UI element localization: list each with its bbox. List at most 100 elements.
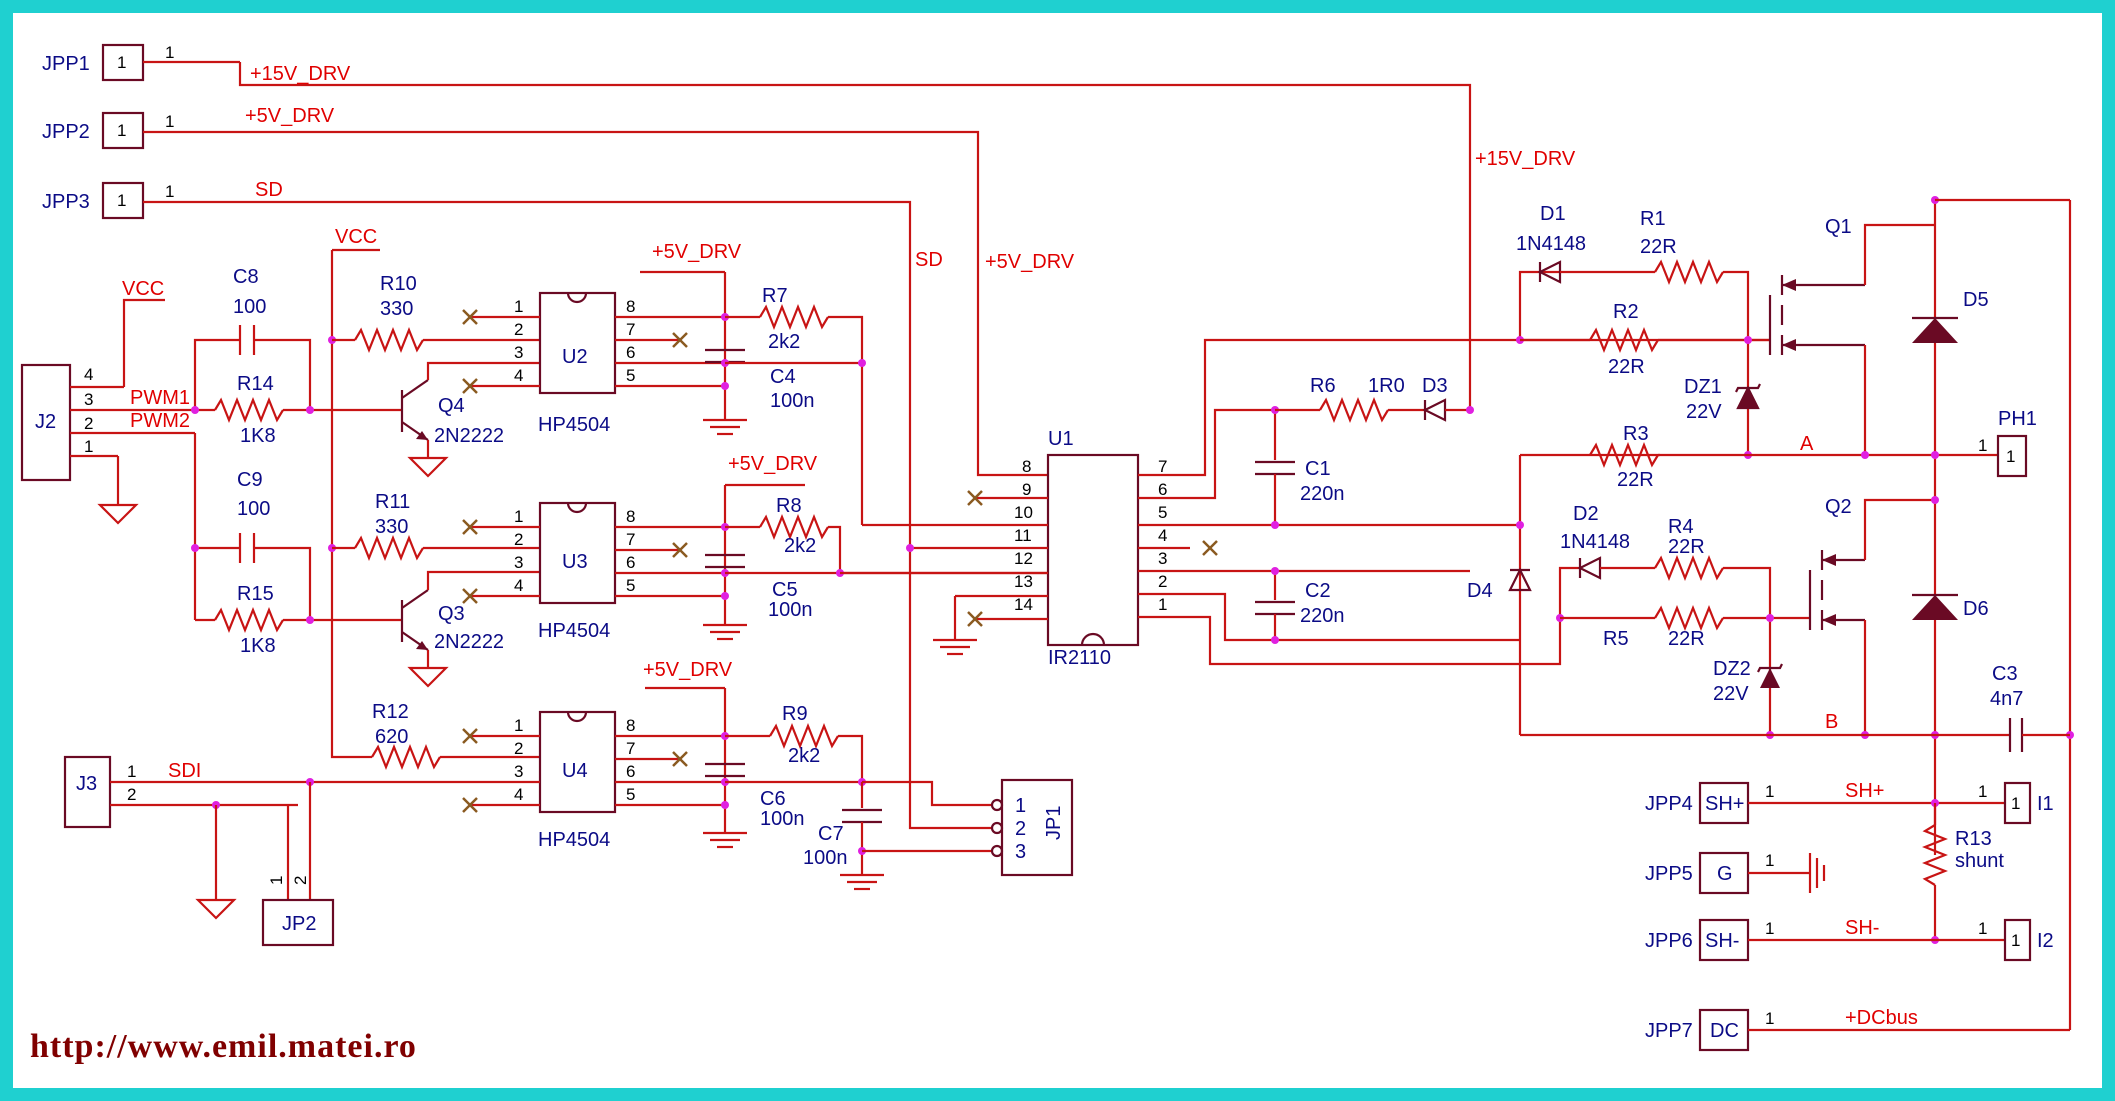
svg-text:4n7: 4n7 <box>1990 688 2023 710</box>
net-label-sd-mid: SD <box>915 249 943 271</box>
net-label-a: A <box>1800 433 1814 455</box>
diode-d4: D4 <box>1467 580 1493 602</box>
resistor-r4: R4 22R <box>1668 516 1705 558</box>
svg-text:R12: R12 <box>372 701 409 723</box>
svg-text:6: 6 <box>626 762 635 781</box>
website-url[interactable]: http://www.emil.matei.ro <box>30 1028 417 1065</box>
capacitor-c6: C6 100n <box>760 788 805 830</box>
svg-text:J2: J2 <box>35 411 56 433</box>
svg-text:7: 7 <box>626 739 635 758</box>
svg-text:100n: 100n <box>770 390 815 412</box>
mosfet-q2: Q2 <box>1808 496 1935 739</box>
svg-text:DC: DC <box>1710 1020 1739 1042</box>
svg-text:6: 6 <box>1158 480 1167 499</box>
svg-text:JPP2: JPP2 <box>42 121 90 143</box>
zener-dz1: DZ1 22V <box>1684 376 1722 423</box>
svg-text:1: 1 <box>165 43 174 62</box>
connector-i2: 1 1 I2 <box>1978 918 2054 962</box>
svg-text:R13: R13 <box>1955 828 1992 850</box>
svg-text:2: 2 <box>514 739 523 758</box>
ic-u4: U4 HP4504 12 34 87 65 <box>462 710 725 851</box>
svg-text:22V: 22V <box>1713 683 1749 705</box>
capacitor-c3: C3 4n7 <box>1990 663 2023 710</box>
svg-text:R4: R4 <box>1668 516 1694 538</box>
svg-text:3: 3 <box>514 762 523 781</box>
svg-text:R10: R10 <box>380 273 417 295</box>
svg-text:1: 1 <box>84 437 93 456</box>
mosfet-q1: Q1 <box>1768 216 1935 459</box>
svg-text:1N4148: 1N4148 <box>1560 531 1630 553</box>
svg-text:6: 6 <box>626 553 635 572</box>
svg-text:D5: D5 <box>1963 289 1989 311</box>
svg-text:4: 4 <box>514 576 523 595</box>
svg-text:C5: C5 <box>772 579 798 601</box>
svg-text:C1: C1 <box>1305 458 1331 480</box>
svg-text:100n: 100n <box>803 847 848 869</box>
svg-text:22R: 22R <box>1668 536 1705 558</box>
svg-text:HP4504: HP4504 <box>538 414 610 436</box>
connector-jp2: JP2 1 2 <box>261 876 335 947</box>
resistor-r5: R5 22R <box>1603 628 1705 650</box>
svg-text:13: 13 <box>1014 572 1033 591</box>
connector-jpp6: SH- JPP6 1 <box>1645 918 2005 962</box>
capacitor-c1: C1 220n <box>1300 458 1345 505</box>
svg-text:Q4: Q4 <box>438 395 465 417</box>
net-label-pwm2: PWM2 <box>130 410 190 432</box>
connector-jpp3: 1 JPP3 1 <box>42 181 174 220</box>
schematic-diagram: 1 JPP1 1 1 JPP2 1 1 JPP3 1 +15V_DRV +15V… <box>20 43 2074 1065</box>
svg-text:3: 3 <box>514 343 523 362</box>
svg-text:5: 5 <box>626 576 635 595</box>
svg-text:2: 2 <box>514 320 523 339</box>
svg-text:3: 3 <box>514 553 523 572</box>
svg-text:220n: 220n <box>1300 605 1345 627</box>
svg-text:1: 1 <box>514 716 523 735</box>
svg-text:330: 330 <box>375 516 408 538</box>
svg-text:R7: R7 <box>762 285 788 307</box>
svg-text:Q2: Q2 <box>1825 496 1852 518</box>
svg-text:Q3: Q3 <box>438 603 465 625</box>
svg-text:R6: R6 <box>1310 375 1336 397</box>
svg-text:C4: C4 <box>770 366 796 388</box>
connector-jpp1: 1 JPP1 1 <box>42 43 240 82</box>
svg-text:U4: U4 <box>562 760 588 782</box>
svg-text:I1: I1 <box>2037 793 2054 815</box>
net-label-b: B <box>1825 711 1838 733</box>
connector-j3: J3 1 2 <box>63 755 540 829</box>
svg-text:2N2222: 2N2222 <box>434 425 504 447</box>
svg-text:J3: J3 <box>76 773 97 795</box>
svg-text:1: 1 <box>514 297 523 316</box>
svg-text:R9: R9 <box>782 703 808 725</box>
svg-text:5: 5 <box>1158 503 1167 522</box>
resistor-r15: R15 1K8 <box>237 583 276 657</box>
svg-text:1: 1 <box>2011 794 2020 813</box>
svg-text:1: 1 <box>165 182 174 201</box>
svg-text:2k2: 2k2 <box>784 535 816 557</box>
svg-text:8: 8 <box>1022 457 1031 476</box>
svg-text:JP2: JP2 <box>282 913 316 935</box>
capacitor-c4: C4 100n <box>770 366 815 412</box>
svg-text:1: 1 <box>514 507 523 526</box>
net-label-sd-top: SD <box>255 179 283 201</box>
svg-text:DZ1: DZ1 <box>1684 376 1722 398</box>
svg-text:5: 5 <box>626 785 635 804</box>
resistor-r13: R13 shunt <box>1955 828 2004 872</box>
net-label-sdi: SDI <box>168 760 201 782</box>
svg-text:1: 1 <box>117 191 126 210</box>
connector-j2: J2 4 3 2 1 <box>20 363 195 482</box>
net-label-5v-u4: +5V_DRV <box>643 659 733 681</box>
svg-text:1: 1 <box>2006 447 2015 466</box>
svg-text:IR2110: IR2110 <box>1048 647 1111 669</box>
svg-text:1: 1 <box>117 121 126 140</box>
net-label-15v-top: +15V_DRV <box>250 63 351 85</box>
svg-text:22R: 22R <box>1640 236 1677 258</box>
svg-text:DZ2: DZ2 <box>1713 658 1751 680</box>
svg-text:JPP5: JPP5 <box>1645 863 1693 885</box>
svg-text:1R0: 1R0 <box>1368 375 1405 397</box>
svg-text:R2: R2 <box>1613 301 1639 323</box>
svg-text:HP4504: HP4504 <box>538 829 610 851</box>
diode-d3: D3 <box>1422 375 1448 397</box>
svg-text:2: 2 <box>1158 572 1167 591</box>
schematic-sheet: 1 JPP1 1 1 JPP2 1 1 JPP3 1 +15V_DRV +15V… <box>13 13 2102 1088</box>
svg-text:1: 1 <box>1978 436 1987 455</box>
